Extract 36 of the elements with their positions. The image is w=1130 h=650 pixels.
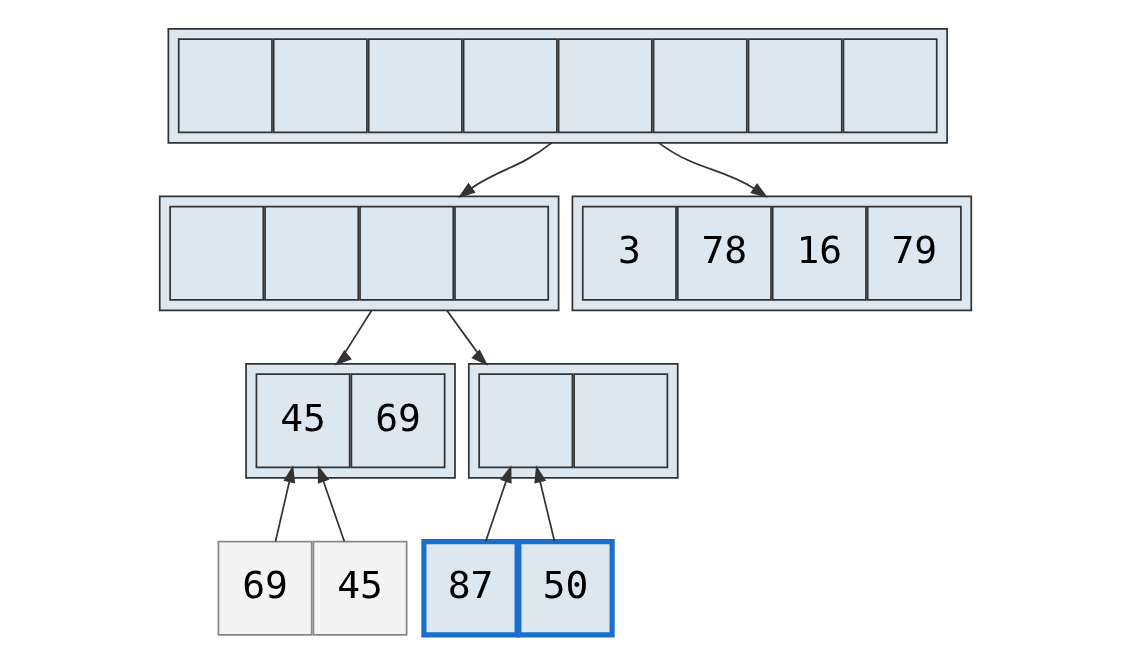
node-box bbox=[358, 205, 454, 301]
node-box: 78 bbox=[676, 205, 772, 301]
node-box bbox=[272, 38, 368, 134]
node-box bbox=[168, 205, 264, 301]
arrow bbox=[334, 309, 373, 366]
node-box: 50 bbox=[515, 539, 615, 638]
node-box: 69 bbox=[350, 373, 445, 469]
node-box: 79 bbox=[866, 205, 962, 301]
node-box bbox=[572, 373, 668, 469]
arrow bbox=[317, 465, 345, 543]
arrow bbox=[657, 141, 768, 198]
node-box: 45 bbox=[255, 373, 351, 469]
node-box: 3 bbox=[581, 205, 677, 301]
cluster bbox=[158, 195, 559, 312]
node-box: 45 bbox=[312, 540, 407, 636]
node-box bbox=[462, 38, 558, 134]
arrow bbox=[457, 141, 553, 198]
cluster bbox=[167, 28, 948, 144]
node-box bbox=[177, 38, 273, 134]
node-box bbox=[652, 38, 748, 134]
node-box bbox=[557, 38, 653, 134]
arrow bbox=[274, 465, 295, 543]
cluster bbox=[571, 195, 972, 312]
cluster bbox=[244, 363, 456, 479]
node-box bbox=[367, 38, 463, 134]
arrow bbox=[533, 465, 555, 543]
node-box: 69 bbox=[217, 540, 313, 636]
node-box bbox=[453, 205, 549, 301]
node-box: 16 bbox=[771, 205, 867, 301]
node-box bbox=[263, 205, 359, 301]
node-box bbox=[842, 38, 938, 134]
node-box bbox=[477, 373, 573, 469]
arrow bbox=[484, 465, 512, 543]
cluster bbox=[467, 363, 679, 479]
node-box bbox=[747, 38, 843, 134]
arrow bbox=[445, 309, 488, 366]
